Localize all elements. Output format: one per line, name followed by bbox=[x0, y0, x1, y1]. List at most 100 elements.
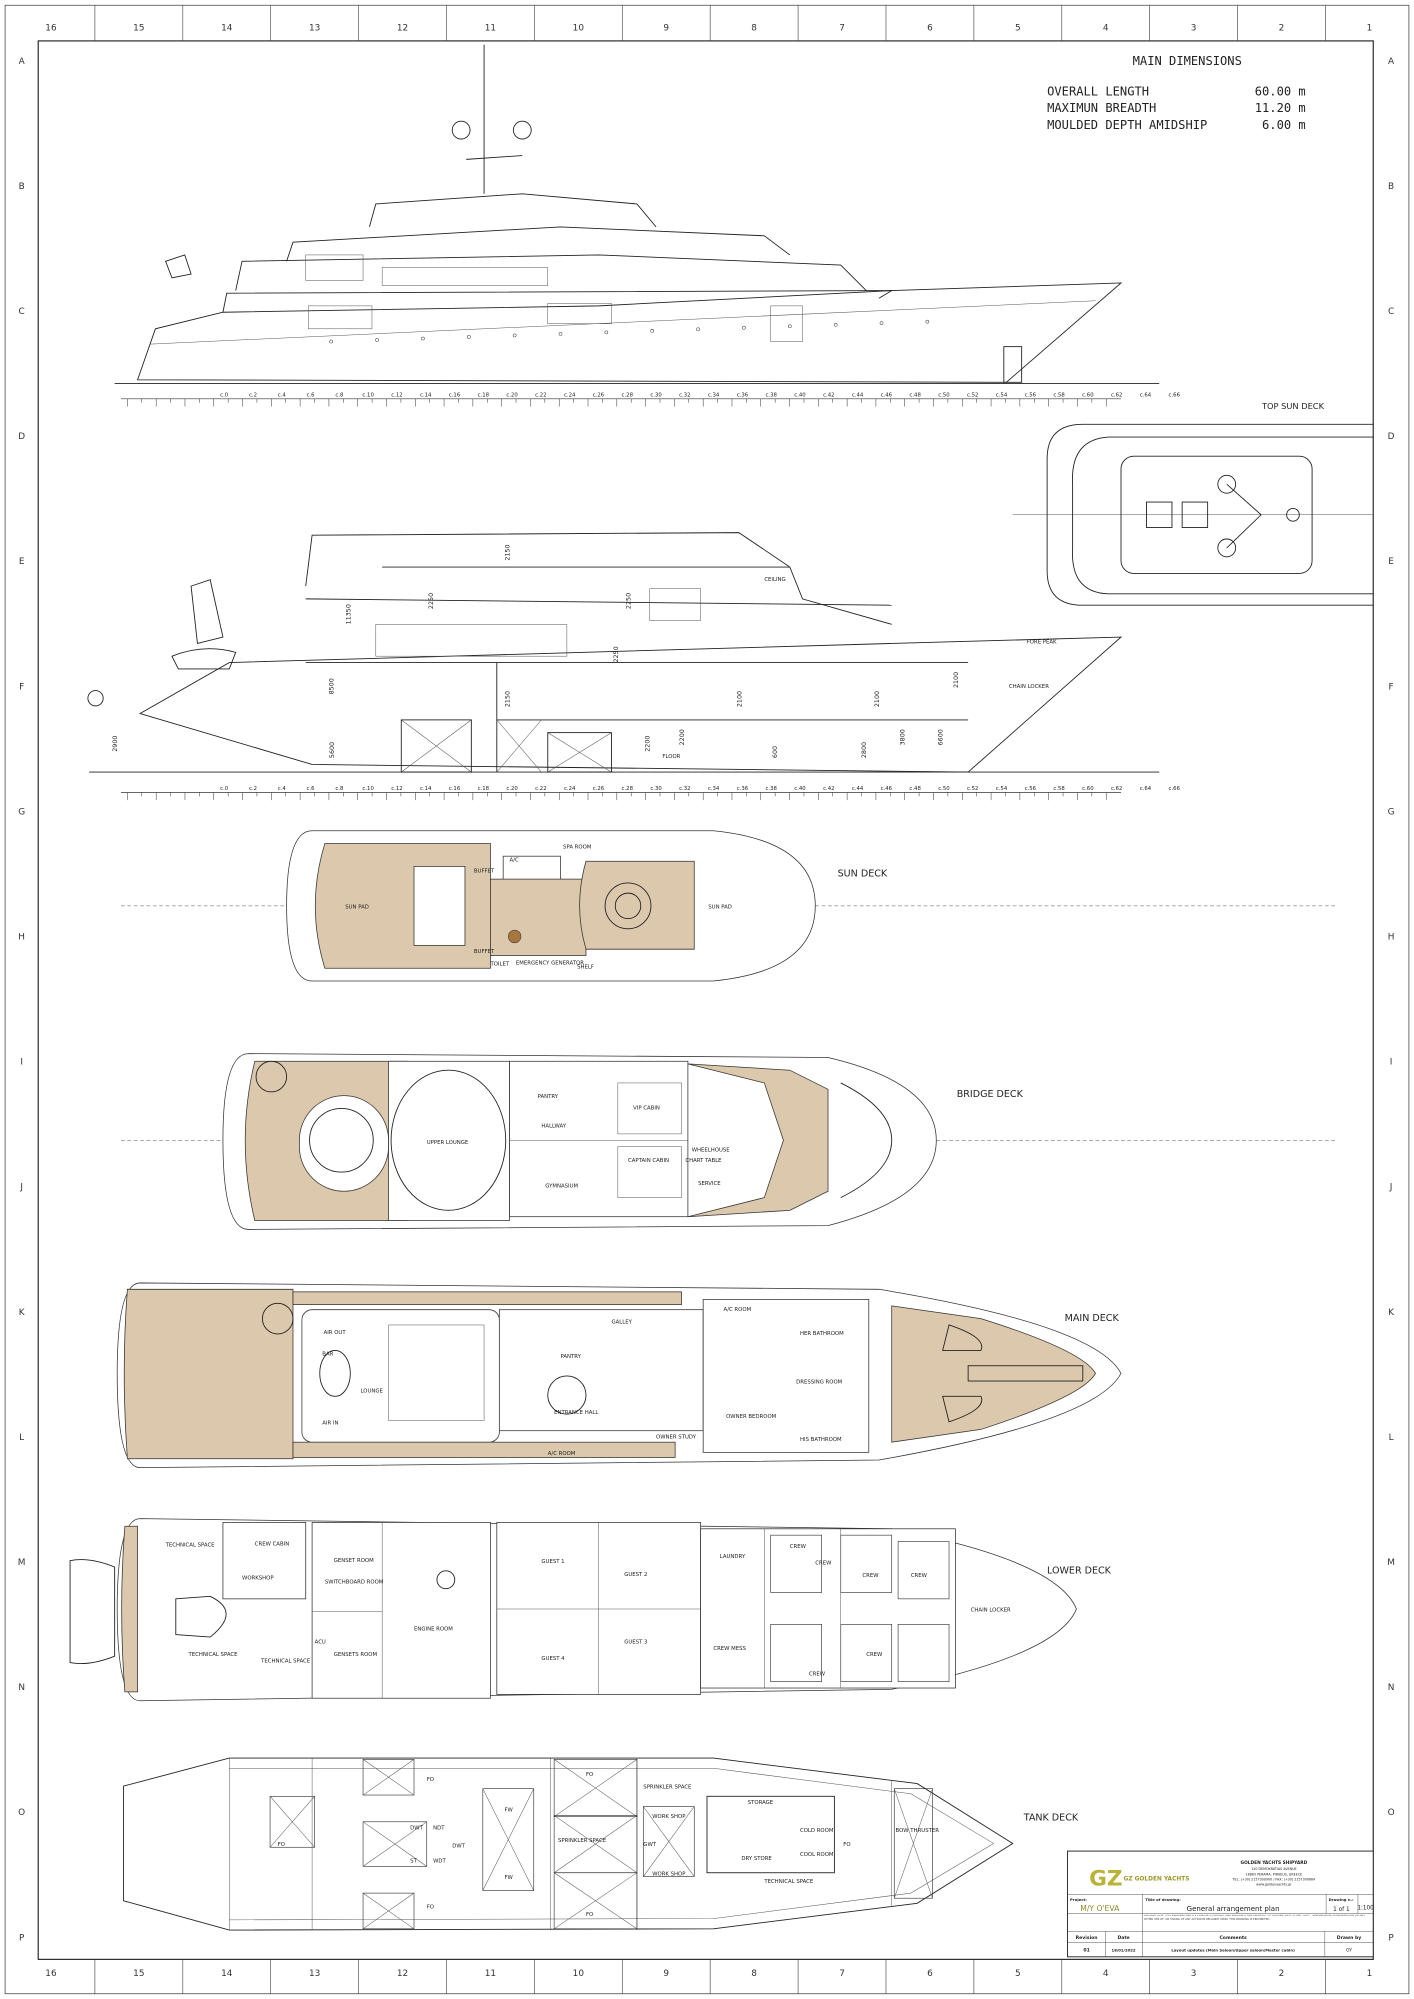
row-marker: F bbox=[1389, 682, 1394, 692]
row-marker: H bbox=[1388, 933, 1395, 943]
frame-label: c.14 bbox=[420, 392, 432, 398]
porthole bbox=[467, 335, 471, 339]
row-marker: H bbox=[18, 933, 25, 943]
row-marker: G bbox=[18, 807, 25, 817]
crew-cabin bbox=[840, 1534, 893, 1593]
dimension-value: 6.00 m bbox=[1262, 118, 1306, 132]
column-marker: 15 bbox=[133, 1969, 144, 1979]
frame-label: c.64 bbox=[1140, 392, 1152, 398]
room-label: GUEST 3 bbox=[624, 1639, 647, 1645]
svg-text:GZ: GZ bbox=[1089, 1866, 1122, 1891]
dimension-label: MOULDED DEPTH AMIDSHIP bbox=[1047, 118, 1207, 132]
tank-compartment bbox=[362, 1821, 428, 1867]
dimension-label: MAXIMUN BREADTH bbox=[1047, 101, 1156, 115]
project-label: Project: bbox=[1070, 1897, 1087, 1902]
frame-label: c.22 bbox=[535, 392, 546, 398]
frame-label: c.32 bbox=[679, 786, 690, 792]
frame-label: c.24 bbox=[564, 392, 576, 398]
frame-label: c.20 bbox=[506, 392, 518, 398]
room-label: STORAGE bbox=[748, 1800, 774, 1806]
room-label: DWT bbox=[452, 1843, 465, 1849]
sun-deck-plan: SUN DECK SUN PAD BUFFET A/C SPA ROOM BUF… bbox=[121, 830, 1338, 982]
row-marker: B bbox=[1388, 182, 1394, 192]
room-label: ENTRANCE HALL bbox=[554, 1410, 598, 1416]
frame-label: c.28 bbox=[622, 392, 634, 398]
frame-label: c.34 bbox=[708, 392, 720, 398]
room-label: HER BATHROOM bbox=[800, 1331, 844, 1337]
frame-label: c.34 bbox=[708, 786, 720, 792]
row-marker: D bbox=[18, 432, 25, 442]
height-dimension: 3800 bbox=[899, 729, 906, 745]
frame-label: c.28 bbox=[622, 786, 634, 792]
drawn-by-header: Drawn by bbox=[1337, 1935, 1362, 1941]
room-label: DWT bbox=[410, 1825, 423, 1831]
crew-cabin bbox=[840, 1624, 893, 1682]
frame-label: c.4 bbox=[278, 786, 287, 792]
room-label: TECHNICAL SPACE bbox=[763, 1879, 814, 1885]
room-label: DRY STORE bbox=[741, 1856, 772, 1862]
tank-cross bbox=[362, 1821, 427, 1867]
company-web: www.goldenyachts.gr bbox=[1256, 1882, 1292, 1886]
height-dimension: 6600 bbox=[938, 729, 945, 745]
tank-cross bbox=[553, 1815, 638, 1873]
height-dimension: 2800 bbox=[861, 742, 868, 758]
tank-compartment bbox=[642, 1806, 695, 1877]
row-marker: D bbox=[1388, 432, 1395, 442]
room-label: FO bbox=[843, 1842, 850, 1848]
room-label: SPRINKLER SPACE bbox=[558, 1838, 607, 1844]
height-dimension: 2200 bbox=[645, 736, 652, 752]
company-name: GOLDEN YACHTS SHIPYARD bbox=[1241, 1860, 1308, 1866]
frame-label: c.58 bbox=[1053, 786, 1065, 792]
column-marker: 6 bbox=[927, 1969, 933, 1979]
frame-label: c.6 bbox=[307, 392, 316, 398]
frame-label: c.16 bbox=[449, 786, 461, 792]
column-marker: 2 bbox=[1279, 1969, 1285, 1979]
section-tag: FLOOR bbox=[662, 754, 680, 760]
frame-label: c.18 bbox=[478, 786, 490, 792]
porthole bbox=[650, 329, 655, 333]
frame-label: c.46 bbox=[881, 392, 893, 398]
room-label: SERVICE bbox=[698, 1181, 721, 1187]
column-marker: 6 bbox=[927, 24, 933, 34]
room-label: TECHNICAL SPACE bbox=[188, 1652, 239, 1658]
frame-label: c.42 bbox=[823, 392, 834, 398]
top-sun-deck-plan: TOP SUN DECK bbox=[1012, 401, 1374, 606]
room-label: GUEST 1 bbox=[541, 1559, 564, 1565]
frame-label: c.26 bbox=[593, 786, 605, 792]
frame-label: c.58 bbox=[1053, 392, 1065, 398]
column-marker: 2 bbox=[1279, 24, 1285, 34]
tank-cross bbox=[553, 1759, 638, 1817]
company-phone: TEL: (+30) 2157300900 / FAX: (+30) 21573… bbox=[1232, 1877, 1316, 1881]
room-label: SUN PAD bbox=[708, 904, 732, 910]
crew-cabin bbox=[897, 1624, 950, 1682]
room-label: PANTRY bbox=[561, 1354, 582, 1360]
frame-label: c.52 bbox=[967, 786, 978, 792]
frame-label: c.22 bbox=[535, 786, 546, 792]
frame-label: c.40 bbox=[794, 786, 806, 792]
frame-label: c.50 bbox=[938, 392, 950, 398]
room-label: FW bbox=[504, 1875, 513, 1881]
section-tag: FORE PEAK bbox=[1027, 639, 1057, 645]
frame-label: c.2 bbox=[249, 786, 257, 792]
column-marker: 12 bbox=[397, 1969, 408, 1979]
frame-label: c.32 bbox=[679, 392, 690, 398]
room-label: CREW MESS bbox=[713, 1646, 746, 1652]
room-label: LOUNGE bbox=[361, 1388, 384, 1394]
row-marker: I bbox=[1390, 1058, 1393, 1068]
frame-label: c.66 bbox=[1169, 786, 1181, 792]
main-deck-plan: MAIN DECK AIR OUT BAR LOUNGE AIR IN PANT… bbox=[116, 1282, 1122, 1469]
frame-label: c.8 bbox=[335, 392, 344, 398]
height-dimension: 600 bbox=[772, 746, 779, 758]
porthole bbox=[696, 327, 700, 332]
frame-label: c.44 bbox=[852, 392, 864, 398]
deck-label: SUN DECK bbox=[838, 869, 888, 880]
room-label: CREW CABIN bbox=[255, 1541, 289, 1547]
frame-label: c.60 bbox=[1082, 786, 1094, 792]
frame-label: c.48 bbox=[909, 786, 921, 792]
height-dimension: 2250 bbox=[626, 593, 633, 609]
frame-label: c.62 bbox=[1111, 786, 1122, 792]
porthole bbox=[879, 321, 884, 325]
outer-border bbox=[4, 4, 1410, 1995]
